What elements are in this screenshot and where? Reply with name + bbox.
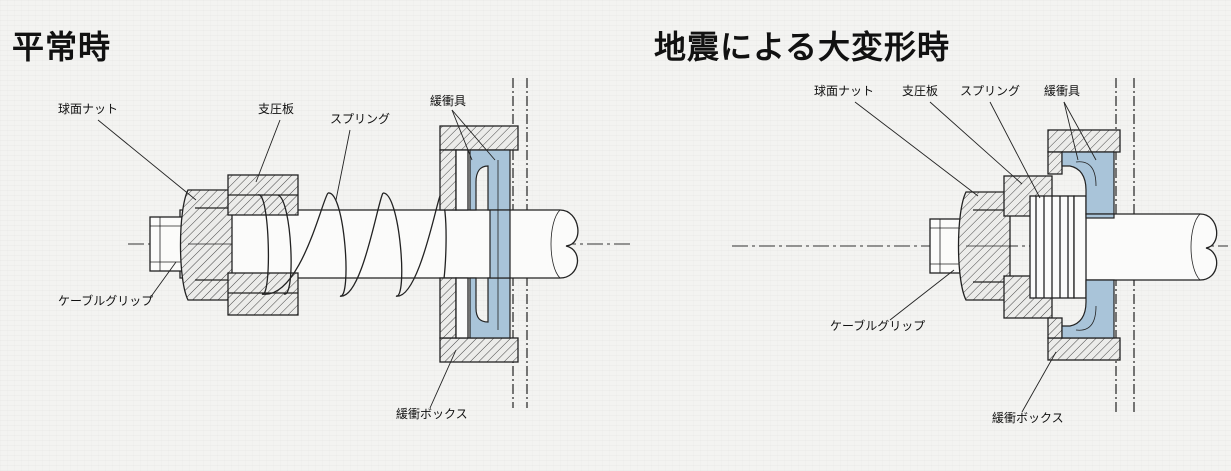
left-label-buffer: 緩衝具 (430, 94, 466, 108)
right-label-box: 緩衝ボックス (992, 411, 1064, 425)
left-label-grip: ケーブルグリップ (58, 293, 153, 308)
left-diagram: 球面ナット 支圧板 スプリング 緩衝具 ケーブルグリップ 緩衝ボックス (58, 78, 632, 421)
right-label-grip: ケーブルグリップ (830, 318, 925, 333)
right-spherical-nut (957, 191, 1011, 301)
right-label-plate: 支圧板 (902, 84, 938, 98)
right-label-buffer: 緩衝具 (1044, 84, 1080, 98)
right-cable (1079, 213, 1218, 281)
left-buffer-box (439, 125, 519, 363)
right-spring (1029, 195, 1075, 299)
left-cable (179, 209, 579, 279)
right-label-spring: スプリング (960, 84, 1020, 98)
right-diagram: 球面ナット 支圧板 スプリング 緩衝具 ケーブルグリップ 緩衝ボックス (732, 78, 1228, 425)
left-label-spring: スプリング (330, 112, 390, 126)
left-spherical-nut (179, 189, 233, 301)
right-label-nut: 球面ナット (814, 84, 874, 98)
right-buffer-box (1047, 129, 1121, 361)
right-diagram-title: 地震による大変形時 (654, 28, 951, 66)
right-labels: 球面ナット 支圧板 スプリング 緩衝具 ケーブルグリップ 緩衝ボックス (814, 84, 1097, 425)
left-diagram-title: 平常時 (12, 28, 112, 66)
left-label-plate: 支圧板 (258, 102, 294, 116)
left-labels: 球面ナット 支圧板 スプリング 緩衝具 ケーブルグリップ 緩衝ボックス (58, 94, 496, 421)
left-buffer (469, 149, 511, 339)
right-buffer (1061, 151, 1115, 339)
left-label-box: 緩衝ボックス (396, 407, 468, 421)
left-label-nut: 球面ナット (58, 102, 118, 116)
